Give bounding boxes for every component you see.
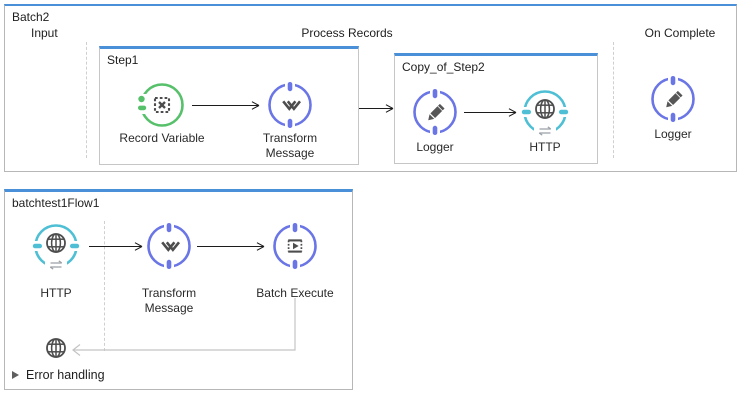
http-response-endpoint[interactable] bbox=[43, 335, 69, 361]
http-icon bbox=[521, 90, 569, 136]
batch-flow-container[interactable]: Batch2 Input Process Records On Complete… bbox=[4, 4, 737, 172]
flow-arrow bbox=[192, 105, 258, 106]
transform-message-icon bbox=[268, 81, 312, 129]
flow-arrow bbox=[197, 246, 263, 247]
main-flow-container[interactable]: batchtest1Flow1 HTTP bbox=[4, 189, 353, 390]
transform-message-node[interactable] bbox=[266, 81, 314, 129]
flow-arrow bbox=[89, 246, 141, 247]
flow-arrow bbox=[464, 112, 515, 113]
response-connector bbox=[72, 298, 296, 356]
logger-icon bbox=[651, 75, 695, 123]
batch-execute-icon bbox=[273, 222, 317, 270]
logger-node[interactable] bbox=[411, 88, 459, 136]
batch-execute-label: Batch Execute bbox=[256, 286, 334, 300]
record-variable-icon bbox=[138, 83, 184, 127]
globe-icon bbox=[46, 338, 66, 358]
step1-title: Step1 bbox=[107, 53, 139, 67]
transform-message-node[interactable] bbox=[145, 222, 193, 270]
record-variable-node[interactable] bbox=[138, 81, 186, 129]
http-request-node[interactable] bbox=[521, 88, 569, 136]
logger-icon bbox=[413, 88, 457, 136]
batch-step1-scope[interactable]: Step1 Record Variable bbox=[99, 46, 359, 165]
batch-process-records-section-label: Process Records bbox=[301, 26, 393, 40]
batch-copy-of-step2-scope[interactable]: Copy_of_Step2 Logger bbox=[394, 53, 598, 164]
record-variable-label: Record Variable bbox=[119, 131, 205, 145]
section-divider bbox=[86, 42, 87, 158]
copy-of-step2-title: Copy_of_Step2 bbox=[402, 60, 485, 74]
http-listener-node[interactable] bbox=[32, 222, 80, 270]
batch-on-complete-section-label: On Complete bbox=[644, 26, 716, 40]
http-icon bbox=[32, 224, 80, 270]
transform-message-label: Transform Message bbox=[141, 286, 197, 315]
flow-arrow bbox=[359, 108, 392, 109]
logger-label: Logger bbox=[416, 140, 454, 154]
section-divider bbox=[613, 42, 614, 158]
error-handling-section[interactable]: Error handling bbox=[12, 368, 105, 382]
http-label: HTTP bbox=[529, 140, 561, 154]
transform-message-icon bbox=[147, 222, 191, 270]
source-divider bbox=[104, 221, 105, 351]
batch-flow-title: Batch2 bbox=[12, 10, 50, 24]
http-listener-label: HTTP bbox=[40, 286, 72, 300]
batch-input-section-label: Input bbox=[31, 26, 58, 40]
batch-execute-node[interactable] bbox=[271, 222, 319, 270]
expander-arrow-icon[interactable] bbox=[12, 371, 19, 379]
on-complete-logger-node[interactable] bbox=[649, 75, 697, 123]
transform-message-label: Transform Message bbox=[262, 131, 318, 160]
on-complete-logger-label: Logger bbox=[654, 127, 692, 141]
main-flow-title: batchtest1Flow1 bbox=[12, 196, 100, 210]
error-handling-label: Error handling bbox=[26, 368, 105, 382]
